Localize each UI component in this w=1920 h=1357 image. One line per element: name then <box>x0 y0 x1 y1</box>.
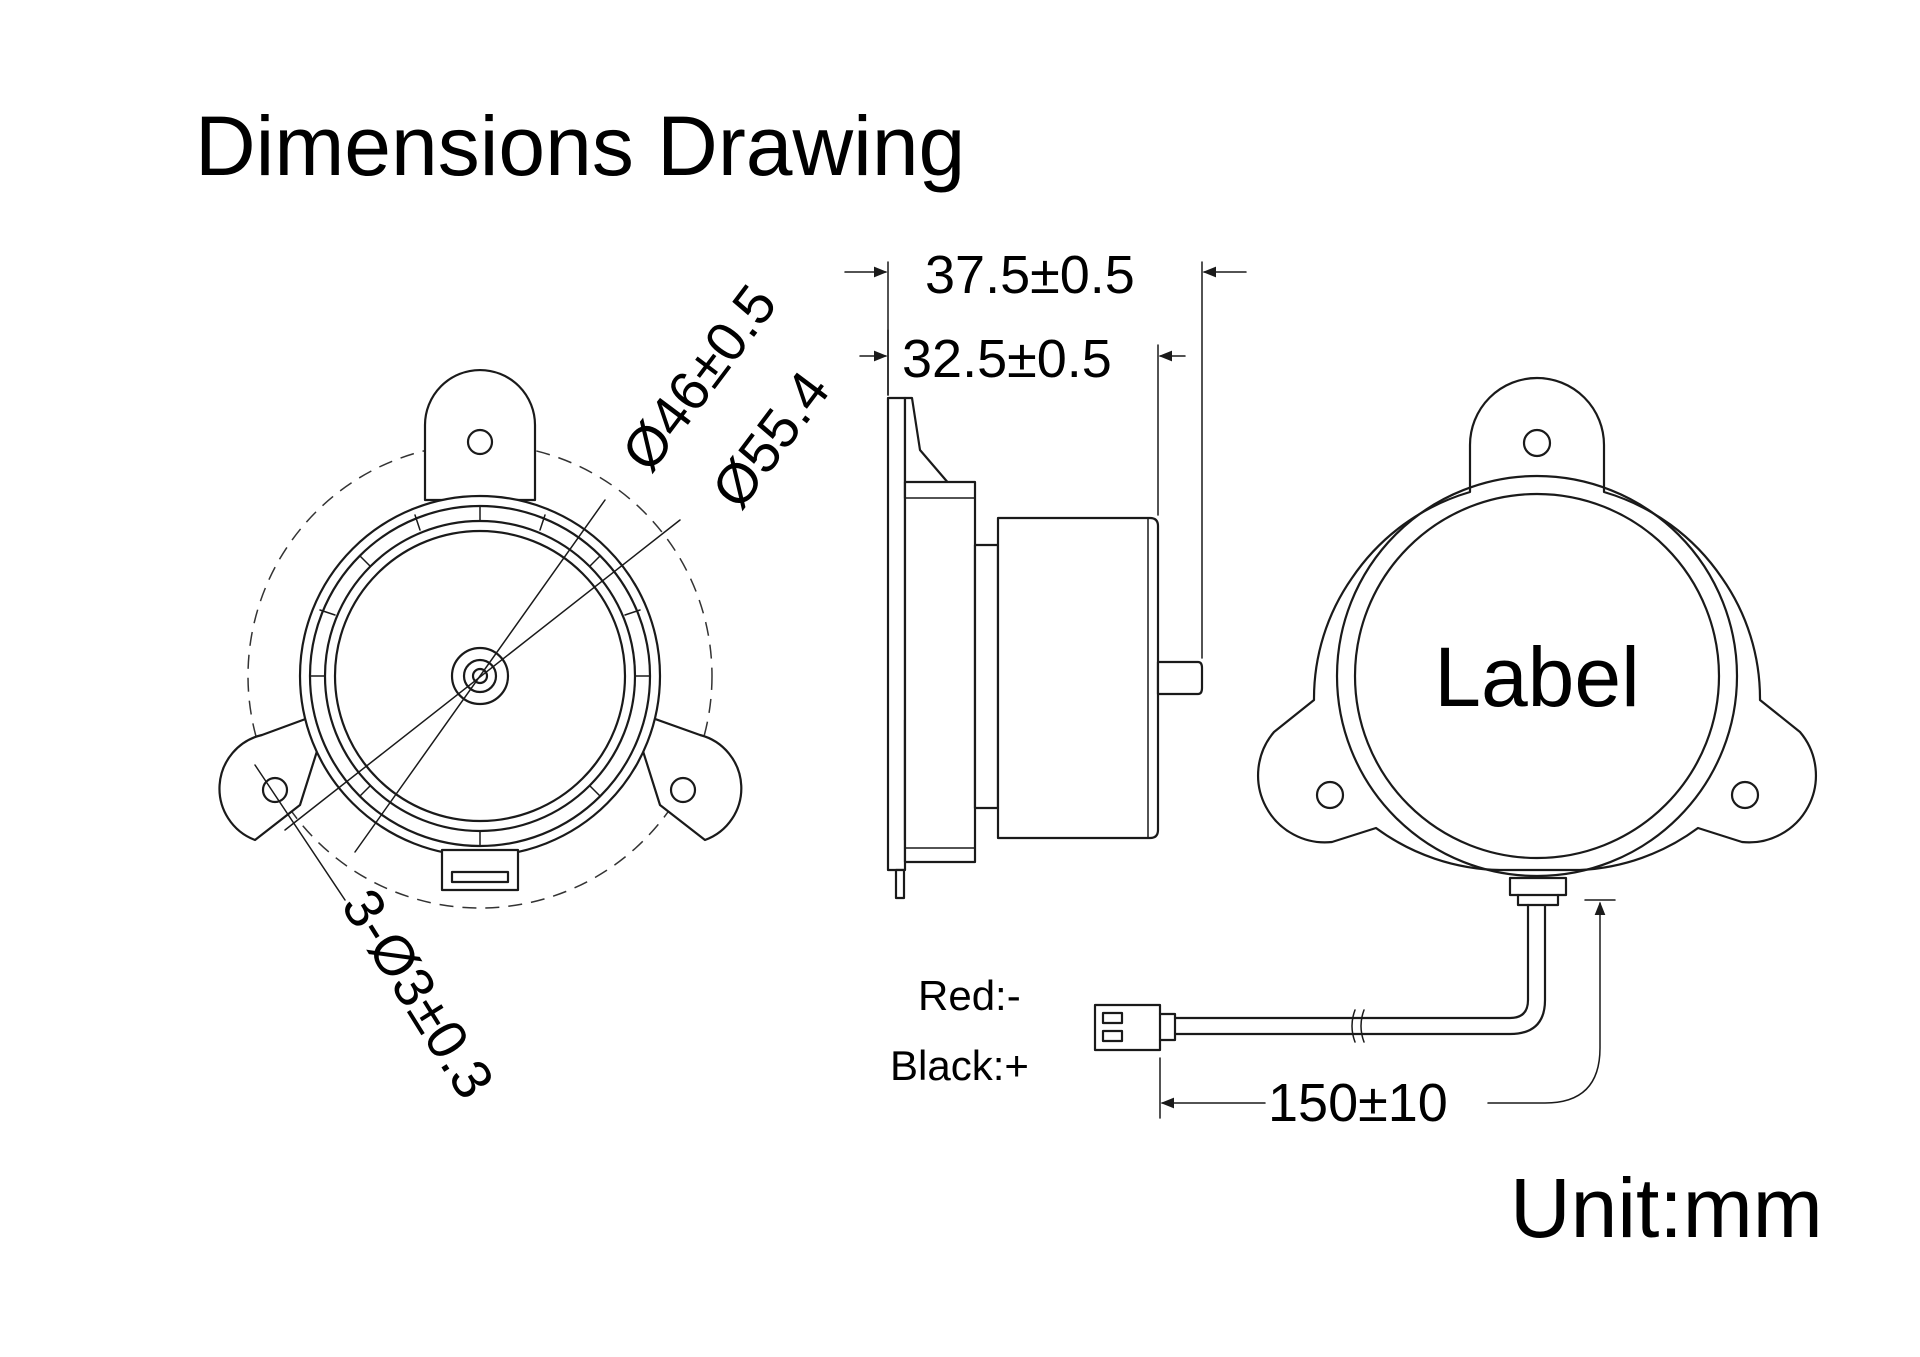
front-view <box>218 368 743 909</box>
connector-clip <box>440 848 520 892</box>
wire-black-label: Black:+ <box>890 1042 1029 1089</box>
mounting-ear-left <box>218 708 332 842</box>
body-ring-inner <box>333 529 627 823</box>
rear-ring-outer <box>1335 474 1739 878</box>
mounting-ear-top <box>423 368 537 502</box>
body-length-label: 32.5±0.5 <box>902 329 1112 389</box>
wire-length-arrow-right <box>1487 901 1606 1104</box>
front-housing <box>903 480 977 864</box>
hub-center <box>471 667 489 685</box>
motor-shaft <box>1156 660 1204 696</box>
rear-view <box>1093 376 1818 1119</box>
rear-housing-outline <box>1256 376 1818 872</box>
holes-leader <box>254 764 346 901</box>
diameter-46-leader <box>354 499 606 853</box>
mounting-holes-label: 3-Ø3±0.3 <box>330 878 507 1109</box>
housing-neck <box>973 543 1000 810</box>
wire-harness <box>1173 903 1530 1020</box>
hub-outer <box>450 646 510 706</box>
mounting-ear-right <box>628 708 743 842</box>
page-title: Dimensions Drawing <box>195 99 965 193</box>
motor-body <box>996 516 1160 840</box>
wire-connector <box>1093 1003 1162 1052</box>
unit-label: Unit:mm <box>1510 1161 1823 1255</box>
rear-hole-right <box>1730 780 1760 810</box>
wire-red-label: Red:- <box>918 972 1021 1019</box>
cable-exit <box>1508 876 1568 897</box>
flange-plate <box>886 396 907 872</box>
total-length-label: 37.5±0.5 <box>925 245 1135 305</box>
rear-hole-top <box>1522 428 1552 458</box>
wire-length-label: 150±10 <box>1268 1073 1448 1133</box>
rear-hole-left <box>1315 780 1345 810</box>
rim-ticks <box>309 505 651 847</box>
rear-ring-inner <box>1353 492 1721 860</box>
rear-label-text: Label <box>1434 630 1640 724</box>
hub-inner <box>462 658 498 694</box>
diameter-55-leader <box>284 519 681 831</box>
terminal-pin <box>894 868 906 900</box>
side-view <box>844 261 1247 900</box>
